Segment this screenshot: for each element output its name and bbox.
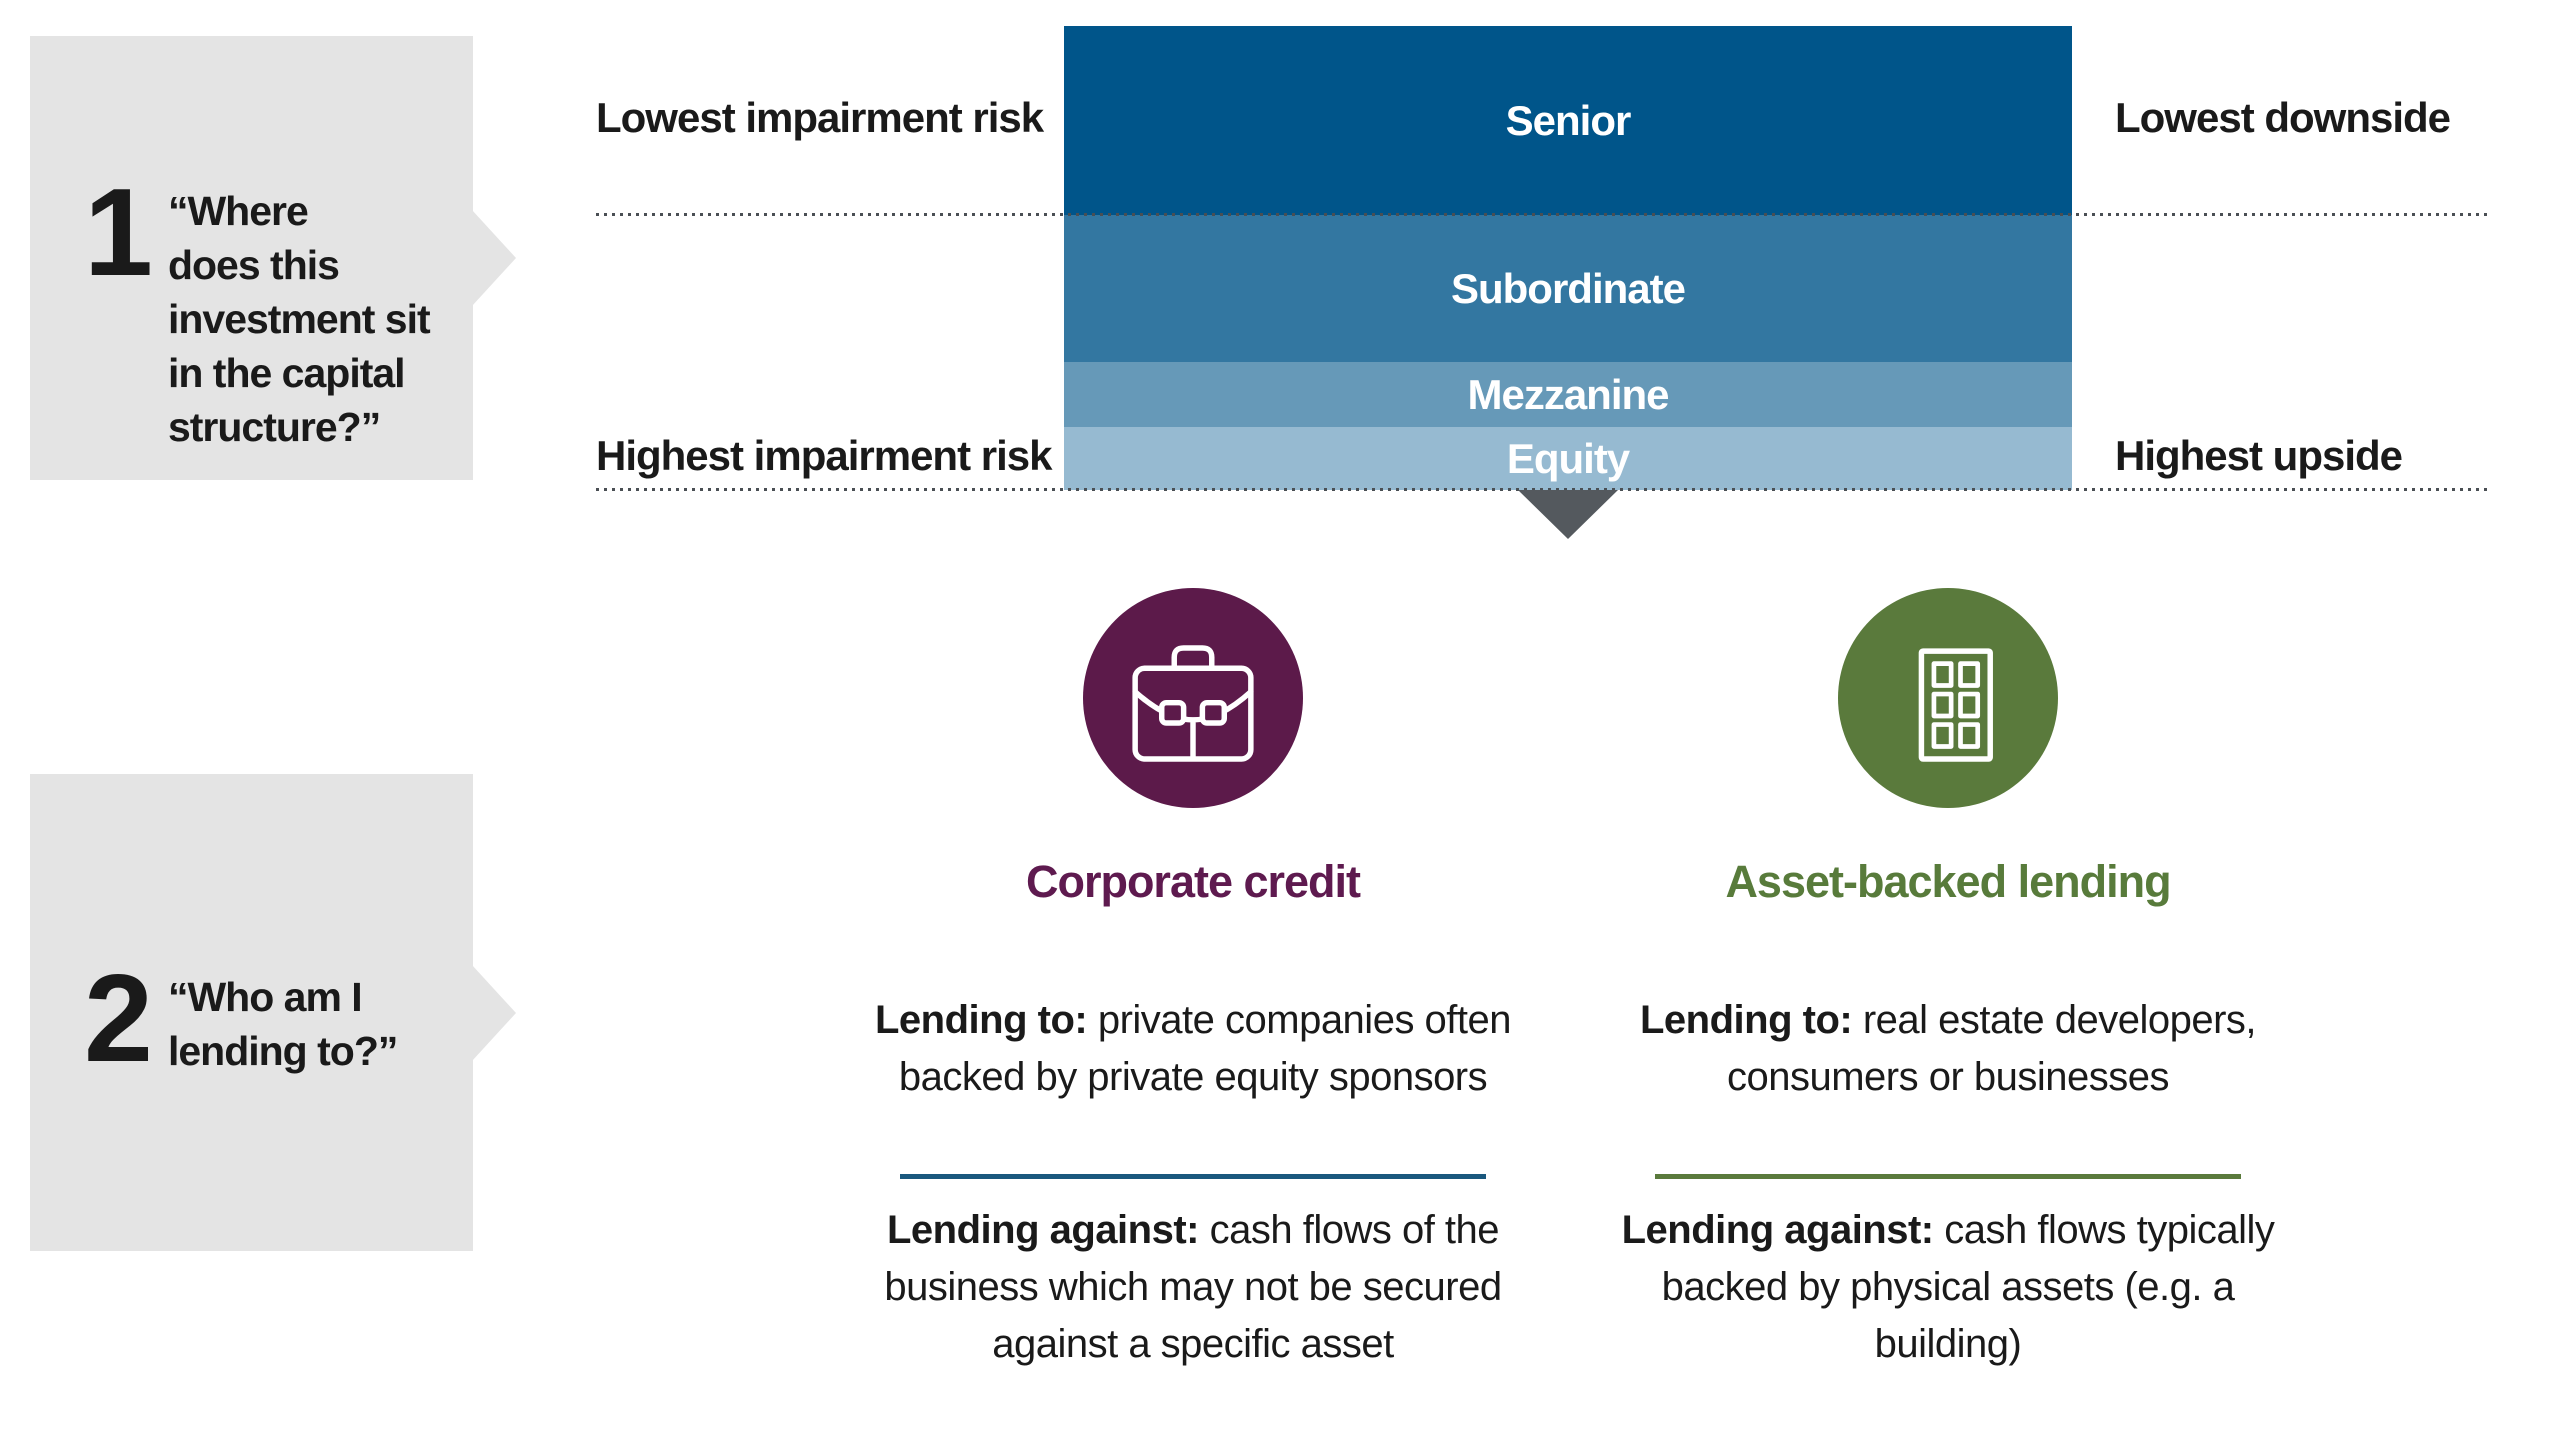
- building-icon: [1918, 648, 1993, 762]
- lending-to-text: Lending to: private companies often back…: [874, 998, 1512, 1099]
- column-title: Asset-backed lending: [1725, 856, 2171, 907]
- question-text: “Who am I lending to?”: [167, 974, 398, 1074]
- label-highest-impairment-risk: Highest impairment risk: [596, 432, 1052, 479]
- lending-against-label: Lending against:: [1621, 1208, 1935, 1252]
- asset-backed-badge: [1838, 588, 2058, 808]
- lending-against-text: Lending against: cash flows of the busin…: [884, 1208, 1502, 1366]
- label-highest-upside: Highest upside: [2115, 432, 2403, 479]
- stack-segment-subordinate: Subordinate: [1064, 215, 2072, 362]
- question-number: 1: [84, 164, 153, 302]
- question-box-1: 1 “Where does this investment sit in the…: [30, 36, 516, 480]
- lending-against-text: Lending against: cash flows typically ba…: [1621, 1208, 2275, 1366]
- segment-label: Mezzanine: [1467, 370, 1669, 418]
- question-box-2: 2 “Who am I lending to?”: [30, 774, 516, 1251]
- column-corporate-credit: Corporate credit Lending to: private com…: [843, 0, 1543, 1440]
- column-divider: [1655, 1174, 2241, 1179]
- segment-label: Equity: [1506, 434, 1630, 482]
- lending-to-text: Lending to: real estate developers, cons…: [1639, 998, 2257, 1099]
- column-divider: [900, 1174, 1486, 1179]
- dotted-divider-top: [596, 213, 2492, 216]
- label-lowest-downside: Lowest downside: [2115, 94, 2451, 141]
- question-box-2-pointer: [472, 964, 516, 1061]
- stack-segment-mezzanine: Mezzanine: [1064, 362, 2072, 427]
- question-box-1-pointer: [472, 210, 516, 306]
- segment-label: Subordinate: [1450, 264, 1686, 312]
- segment-label: Senior: [1505, 96, 1632, 144]
- lending-to-label: Lending to:: [1639, 998, 1853, 1042]
- stack-segment-senior: Senior: [1064, 26, 2072, 215]
- corporate-credit-badge: [1083, 588, 1303, 808]
- stack-segment-equity: Equity: [1064, 427, 2072, 490]
- column-asset-backed-lending: Asset-backed lending Lending to: real es…: [1598, 0, 2298, 1440]
- question-text: “Where does this investment sit in the c…: [167, 188, 431, 450]
- briefcase-icon: [1132, 645, 1254, 762]
- lending-to-label: Lending to:: [874, 998, 1088, 1042]
- dotted-divider-bottom: [596, 488, 2492, 491]
- label-lowest-impairment-risk: Lowest impairment risk: [596, 94, 1044, 141]
- question-number: 2: [84, 950, 153, 1088]
- lending-against-label: Lending against:: [886, 1208, 1200, 1252]
- column-title: Corporate credit: [1025, 856, 1361, 907]
- capital-structure-stack: Senior Subordinate Mezzanine Equity: [1064, 26, 2072, 490]
- down-arrow-icon: [1518, 490, 1618, 539]
